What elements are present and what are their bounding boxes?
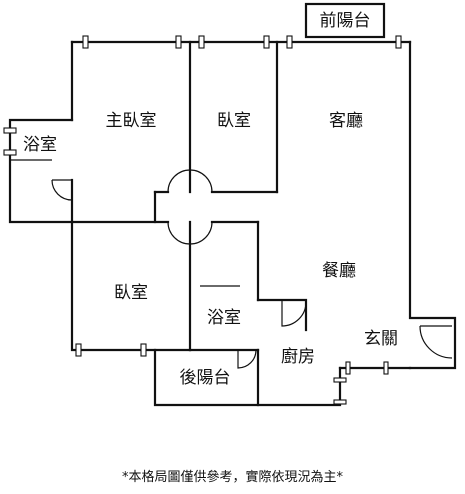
- front-balcony-outline: [304, 2, 386, 39]
- kitchen-door: [281, 300, 307, 327]
- window-mark: [395, 35, 402, 49]
- bathroom-1-label: 浴室: [23, 135, 57, 155]
- window-mark: [140, 343, 147, 357]
- back-balcony-walls: [153, 348, 260, 407]
- window-mark: [286, 35, 293, 49]
- window-mark: [345, 361, 351, 375]
- bathroom-2-door: [189, 221, 213, 245]
- dining-room-label: 餐廳: [322, 261, 356, 281]
- window-mark: [198, 35, 205, 49]
- living-room-right-wall: [408, 40, 457, 370]
- bedroom-2-door: [167, 221, 191, 245]
- entrance-door: [419, 325, 453, 359]
- window-mark: [3, 149, 17, 156]
- back-balcony-label: 後陽台: [180, 368, 231, 388]
- window-mark: [3, 127, 17, 134]
- window-mark: [333, 377, 347, 383]
- bedroom-2-walls: [70, 220, 192, 352]
- window-mark: [75, 343, 82, 357]
- bathroom-2-door-swing: [237, 349, 257, 369]
- bedroom-1-label: 臥室: [217, 111, 251, 131]
- bathroom-2-label: 浴室: [207, 308, 241, 328]
- master-bedroom-door: [167, 169, 191, 193]
- bedroom-2-label: 臥室: [114, 283, 148, 303]
- master-bedroom-label: 主臥室: [106, 111, 157, 131]
- bedroom-1-door: [189, 169, 213, 193]
- kitchen-top-wall: [256, 298, 308, 332]
- front-balcony-label: 前陽台: [320, 11, 371, 31]
- kitchen-bottom-walls: [256, 366, 342, 407]
- entrance-label: 玄關: [364, 329, 398, 349]
- bathroom-1-door: [51, 179, 73, 201]
- window-mark: [263, 35, 270, 49]
- window-mark: [82, 35, 89, 49]
- kitchen-label: 廚房: [281, 346, 315, 367]
- window-mark: [333, 399, 347, 405]
- window-mark: [383, 361, 389, 375]
- window-mark: [175, 35, 182, 49]
- living-room-label: 客廳: [329, 111, 363, 131]
- disclaimer-note: *本格局圖僅供參考，實際依現況為主*: [121, 470, 343, 485]
